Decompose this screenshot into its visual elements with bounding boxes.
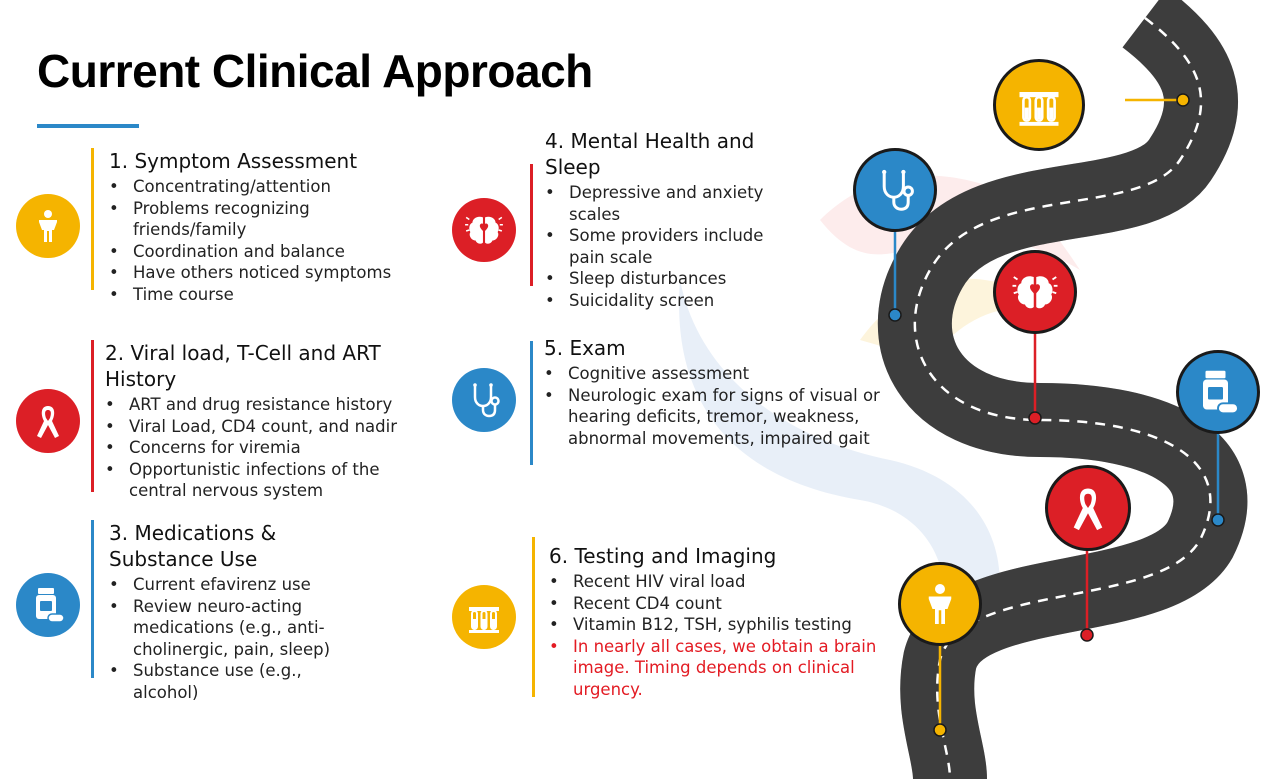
section-viral-load-history: 2. Viral load, T-Cell and ART History AR… bbox=[91, 340, 451, 502]
section-accent-bar bbox=[91, 340, 94, 492]
roadmap-testing-marker bbox=[993, 59, 1085, 151]
medications-icon-circle bbox=[16, 573, 80, 637]
section-heading: 6. Testing and Imaging bbox=[549, 544, 777, 568]
list-item: Concentrating/attention bbox=[109, 176, 451, 198]
list-item: Problems recognizing friends/family bbox=[109, 198, 363, 241]
list-item: Opportunistic infections of the central … bbox=[105, 459, 429, 502]
list-item: ART and drug resistance history bbox=[105, 394, 451, 416]
section-accent-bar bbox=[91, 148, 94, 290]
section-medications-substance-use: 3. Medications & Substance Use Current e… bbox=[91, 520, 451, 704]
section-accent-bar bbox=[91, 520, 94, 678]
section-bullet-list: ART and drug resistance history Viral Lo… bbox=[105, 394, 451, 502]
stethoscope-icon bbox=[871, 166, 919, 214]
section-bullet-list: Cognitive assessment Neurologic exam for… bbox=[544, 363, 880, 449]
list-item: Recent HIV viral load bbox=[549, 571, 882, 593]
section-symptom-assessment: 1. Symptom Assessment Concentrating/atte… bbox=[91, 148, 451, 306]
section-bullet-list: Concentrating/attention Problems recogni… bbox=[109, 176, 451, 306]
section-mental-health-sleep: 4. Mental Health and Sleep Depressive an… bbox=[530, 128, 870, 312]
road-center-dashes bbox=[913, 17, 1212, 779]
person-icon bbox=[28, 206, 68, 246]
exam-icon-circle bbox=[452, 368, 516, 432]
brain-heart-icon bbox=[463, 209, 505, 251]
list-item: Sleep disturbances bbox=[545, 268, 870, 290]
list-item: Suicidality screen bbox=[545, 290, 870, 312]
list-item: Some providers include pain scale bbox=[545, 225, 799, 268]
person-icon bbox=[915, 579, 965, 629]
stethoscope-icon bbox=[464, 380, 504, 420]
list-item: Coordination and balance bbox=[109, 241, 451, 263]
awareness-ribbon-icon bbox=[1062, 482, 1114, 534]
list-item: Viral Load, CD4 count, and nadir bbox=[105, 416, 451, 438]
list-item-alert: In nearly all cases, we obtain a brain i… bbox=[549, 636, 893, 701]
page-title: Current Clinical Approach bbox=[37, 45, 593, 97]
list-item: Vitamin B12, TSH, syphilis testing bbox=[549, 614, 882, 636]
section-heading: 2. Viral load, T-Cell and ART History bbox=[105, 341, 381, 391]
section-heading: 1. Symptom Assessment bbox=[109, 149, 358, 173]
list-item: Neurologic exam for signs of visual or h… bbox=[544, 385, 883, 450]
roadmap-exam-marker bbox=[853, 148, 937, 232]
roadmap-symptom-marker bbox=[898, 562, 982, 646]
title-underline bbox=[37, 124, 139, 128]
section-testing-imaging: 6. Testing and Imaging Recent HIV viral … bbox=[532, 537, 882, 701]
roadmap-viral-load-marker bbox=[1045, 465, 1131, 551]
section-bullet-list: Current efavirenz use Review neuro-actin… bbox=[109, 574, 451, 704]
list-item: Recent CD4 count bbox=[549, 593, 882, 615]
list-item: Review neuro-acting medications (e.g., a… bbox=[109, 596, 363, 661]
section-heading: 3. Medications & Substance Use bbox=[109, 521, 277, 571]
list-item: Have others noticed symptoms bbox=[109, 262, 451, 284]
section-heading: 5. Exam bbox=[544, 336, 626, 360]
test-tubes-icon bbox=[1013, 79, 1065, 131]
section-bullet-list: Recent HIV viral load Recent CD4 count V… bbox=[549, 571, 882, 701]
section-exam: 5. Exam Cognitive assessment Neurologic … bbox=[530, 335, 880, 465]
testing-icon-circle bbox=[452, 585, 516, 649]
mental-health-icon-circle bbox=[452, 198, 516, 262]
awareness-ribbon-icon bbox=[28, 401, 68, 441]
test-tubes-icon bbox=[464, 597, 504, 637]
roadmap-mental-health-marker bbox=[993, 250, 1077, 334]
viral-load-icon-circle bbox=[16, 389, 80, 453]
section-accent-bar bbox=[530, 341, 533, 465]
roadmap-medications-marker bbox=[1176, 350, 1260, 434]
list-item: Depressive and anxiety scales bbox=[545, 182, 799, 225]
symptom-assessment-icon-circle bbox=[16, 194, 80, 258]
list-item: Cognitive assessment bbox=[544, 363, 880, 385]
pill-bottle-icon bbox=[1193, 367, 1243, 417]
list-item: Substance use (e.g., alcohol) bbox=[109, 660, 333, 703]
pill-bottle-icon bbox=[28, 585, 68, 625]
section-bullet-list: Depressive and anxiety scales Some provi… bbox=[545, 182, 870, 312]
brain-heart-icon bbox=[1010, 267, 1060, 317]
list-item: Current efavirenz use bbox=[109, 574, 451, 596]
section-accent-bar bbox=[532, 537, 535, 697]
section-heading: 4. Mental Health and Sleep bbox=[545, 129, 755, 179]
section-accent-bar bbox=[530, 164, 533, 286]
list-item: Concerns for viremia bbox=[105, 437, 451, 459]
list-item: Time course bbox=[109, 284, 451, 306]
